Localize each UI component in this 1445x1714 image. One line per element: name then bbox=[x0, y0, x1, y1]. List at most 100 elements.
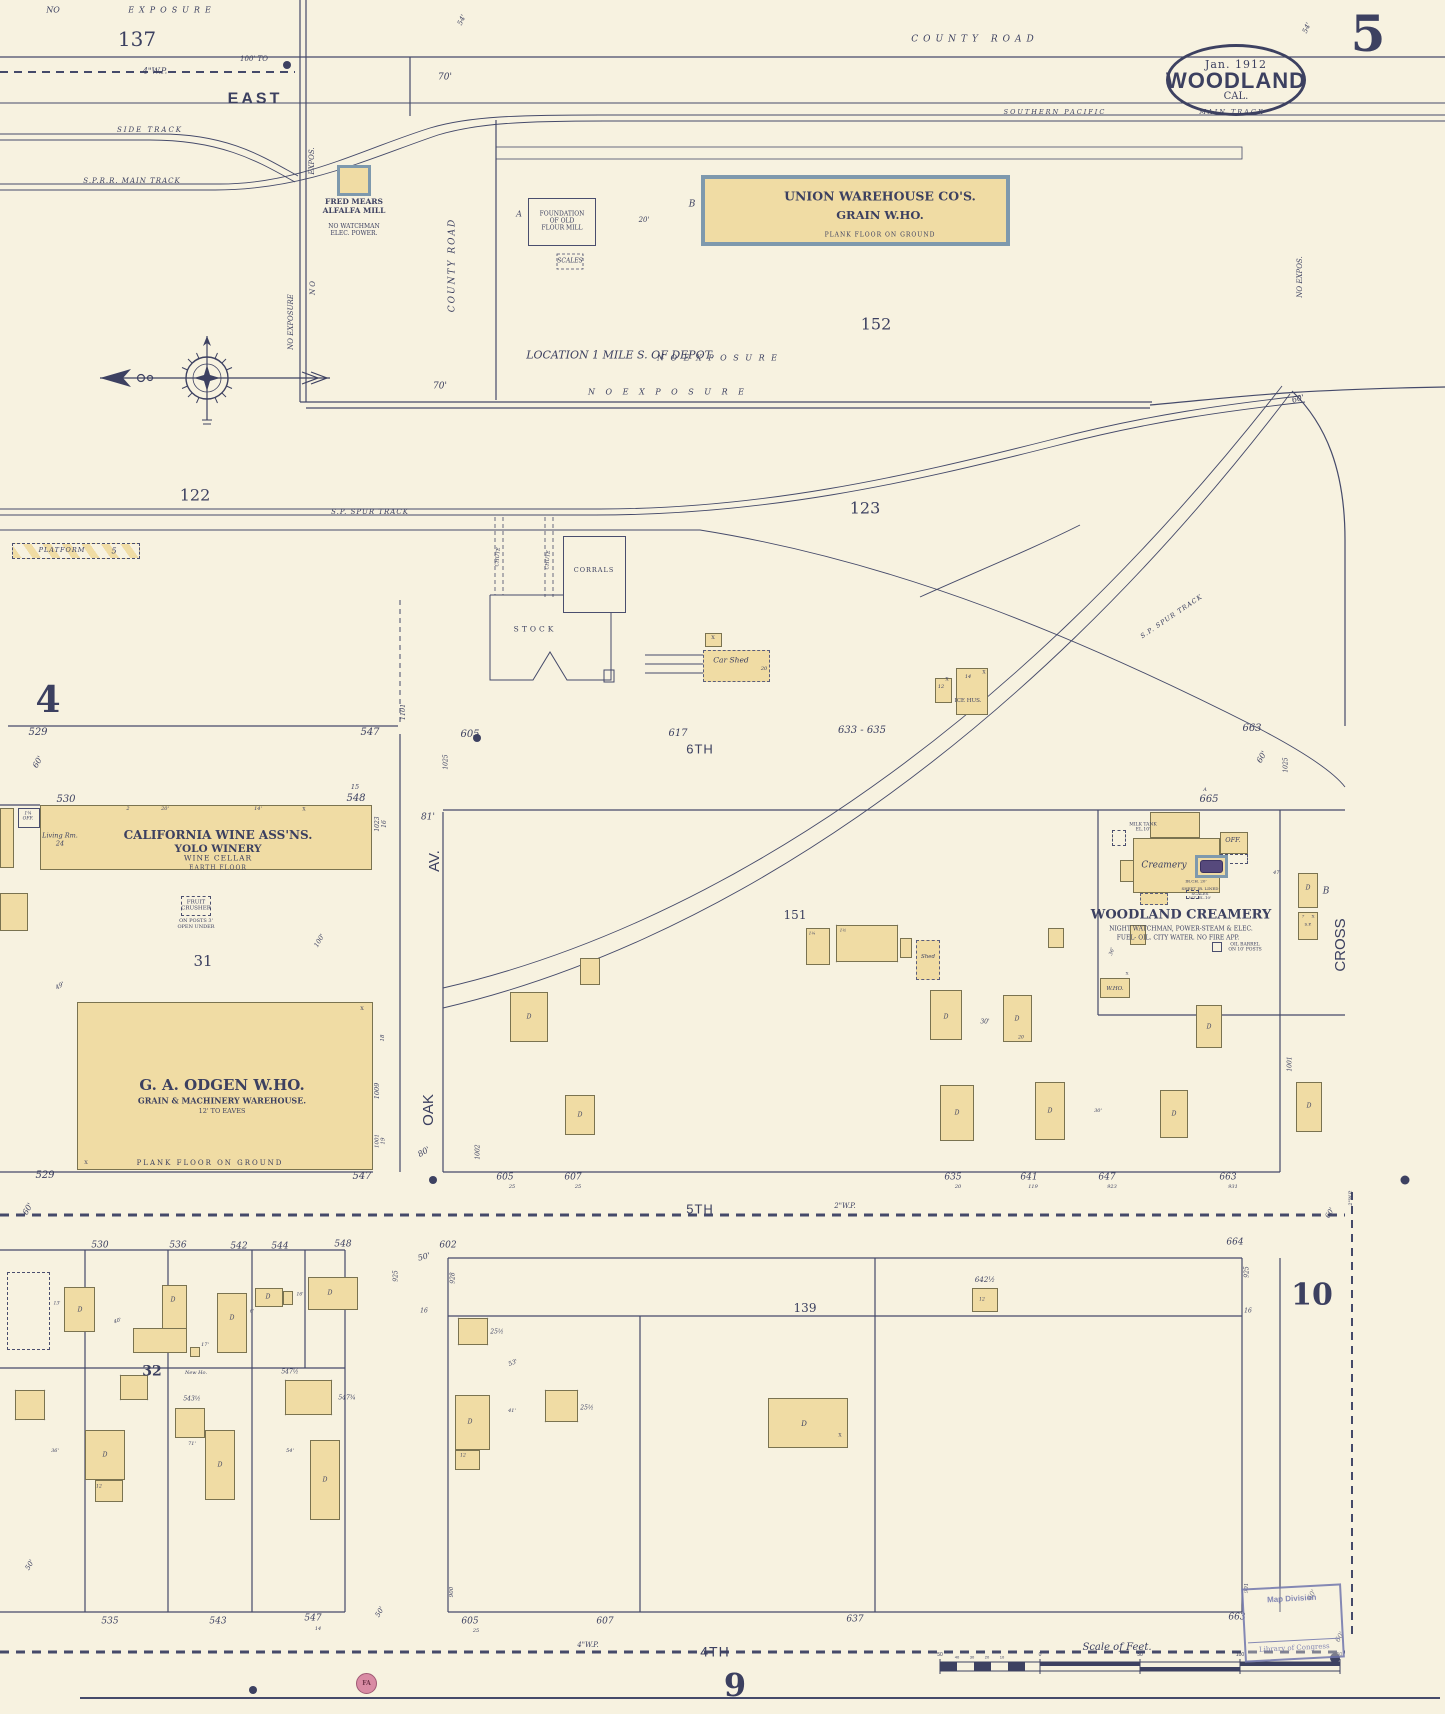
map-label: 100 bbox=[1235, 1652, 1245, 1659]
ice-house-2 bbox=[956, 668, 988, 715]
map-label: 529 bbox=[28, 727, 48, 739]
map-label: 642½ bbox=[974, 1275, 996, 1284]
map-label: 923 bbox=[1107, 1184, 1117, 1191]
map-label: 20 bbox=[984, 1654, 990, 1660]
dwelling bbox=[510, 992, 548, 1042]
map-label: SHEET IR. LINED SCALES W.T. EL.10' bbox=[1181, 885, 1219, 901]
map-label: 663 bbox=[1228, 1612, 1246, 1623]
map-label: 633 - 635 bbox=[838, 725, 886, 737]
dwelling bbox=[455, 1395, 490, 1450]
map-label: 547 bbox=[304, 1613, 322, 1624]
map-label: 548 bbox=[334, 1239, 352, 1250]
map-label: 663 bbox=[1219, 1172, 1237, 1183]
map-label: 40 bbox=[954, 1654, 960, 1660]
dwelling bbox=[1296, 1082, 1322, 1132]
woodland-creamery-label: WOODLAND CREAMERY bbox=[1090, 907, 1272, 923]
map-label: 14 bbox=[314, 1626, 322, 1633]
street-cross: CROSS bbox=[1332, 918, 1350, 972]
shed bbox=[916, 940, 940, 980]
map-label: X bbox=[84, 1160, 88, 1167]
ice-house-label: ICE HUS. bbox=[954, 697, 982, 704]
map-label: SCALES bbox=[557, 257, 583, 265]
map-label: 663 bbox=[1242, 723, 1262, 735]
platform-5 bbox=[12, 543, 140, 559]
compass-rose bbox=[100, 336, 330, 425]
car-shed-label: Car Shed bbox=[713, 655, 749, 665]
map-label: 1½ bbox=[839, 927, 847, 933]
map-label: X bbox=[302, 807, 306, 813]
map-label: 13' bbox=[53, 1301, 61, 1307]
map-label: 664 bbox=[1226, 1237, 1244, 1248]
map-label: W.HO. bbox=[1106, 985, 1124, 992]
dwelling bbox=[217, 1293, 247, 1353]
map-label: 536 bbox=[169, 1240, 187, 1251]
map-label: 12 bbox=[979, 1297, 985, 1303]
map-label: 36' bbox=[51, 1448, 59, 1455]
map-label: N O bbox=[308, 280, 317, 296]
fire-alarm-symbol: FA bbox=[356, 1673, 377, 1694]
block-number-139: 139 bbox=[793, 1300, 817, 1315]
map-label: D bbox=[954, 1109, 960, 1117]
map-label: 1001 19 bbox=[374, 1134, 387, 1148]
dwelling bbox=[1160, 1090, 1188, 1138]
map-label: N O E X P O S U R E bbox=[656, 353, 780, 363]
foundation-old-flour-mill bbox=[528, 198, 596, 246]
map-label: 529 bbox=[35, 1170, 55, 1182]
map-label: ON POSTS 3' OPEN UNDER bbox=[177, 918, 215, 930]
street-county-road-north: COUNTY ROAD bbox=[911, 34, 1039, 45]
fruit-crusher-label: FRUIT CRUSHER bbox=[181, 899, 211, 912]
map-label: D bbox=[170, 1296, 176, 1304]
location-note: LOCATION 1 MILE S. OF DEPOT. bbox=[526, 348, 714, 362]
map-label: 41' bbox=[508, 1408, 516, 1415]
creamery-label: Creamery bbox=[1141, 860, 1187, 871]
dwelling bbox=[1298, 873, 1318, 908]
map-label: 12 bbox=[460, 1453, 466, 1459]
ogden-warehouse bbox=[77, 1002, 373, 1170]
shed-label: Shed bbox=[920, 953, 936, 960]
street-oak-av: AV. bbox=[426, 850, 444, 872]
map-label: PLANK FLOOR ON GROUND bbox=[136, 1158, 284, 1167]
shed bbox=[15, 1390, 45, 1420]
map-label: 25½ bbox=[580, 1404, 594, 1412]
map-label: 607 bbox=[564, 1172, 582, 1183]
map-label: 14' bbox=[254, 806, 262, 813]
dwelling bbox=[64, 1287, 95, 1332]
dwelling bbox=[310, 1440, 340, 1520]
street-5th: 5TH bbox=[686, 1201, 714, 1217]
street-4th: 4TH bbox=[700, 1643, 730, 1660]
dwelling bbox=[940, 1085, 974, 1141]
creamery-wing bbox=[1150, 812, 1200, 838]
creamery-porch bbox=[1140, 893, 1168, 905]
map-label: D bbox=[265, 1293, 271, 1301]
map-label: NO EXPOS. bbox=[1295, 256, 1304, 298]
map-label: 4"W.P. bbox=[142, 66, 168, 76]
scale-bar bbox=[939, 1659, 1341, 1674]
dwelling bbox=[308, 1277, 358, 1310]
barn bbox=[458, 1318, 488, 1345]
map-label: EXPOS. bbox=[307, 147, 316, 175]
map-label: 900 bbox=[448, 1586, 455, 1598]
street-east: EAST bbox=[227, 90, 283, 108]
dwelling bbox=[255, 1288, 283, 1307]
milk-tank bbox=[1112, 830, 1126, 846]
shed bbox=[175, 1408, 205, 1438]
map-label: 547½ bbox=[281, 1368, 299, 1376]
boiler bbox=[1200, 860, 1223, 873]
shed bbox=[1130, 925, 1146, 945]
map-label: 530 bbox=[56, 794, 76, 806]
map-label: 607 bbox=[596, 1616, 614, 1627]
map-label: 20' bbox=[638, 215, 650, 224]
block-number-9: 9 bbox=[723, 1666, 747, 1705]
map-label: 30 bbox=[969, 1654, 975, 1660]
map-label: D bbox=[327, 1289, 333, 1297]
map-label: D bbox=[229, 1314, 235, 1322]
map-label: 20' bbox=[161, 806, 169, 813]
block-number-4: 4 bbox=[35, 678, 61, 721]
block-number-137: 137 bbox=[117, 27, 157, 52]
map-label: D bbox=[102, 1451, 108, 1459]
map-label: 16 bbox=[420, 1307, 428, 1315]
map-label: EARTH FLOOR bbox=[189, 864, 247, 872]
map-label: 665 bbox=[1199, 794, 1219, 806]
dwelling bbox=[1003, 995, 1032, 1042]
map-label: 641 bbox=[1020, 1172, 1038, 1183]
